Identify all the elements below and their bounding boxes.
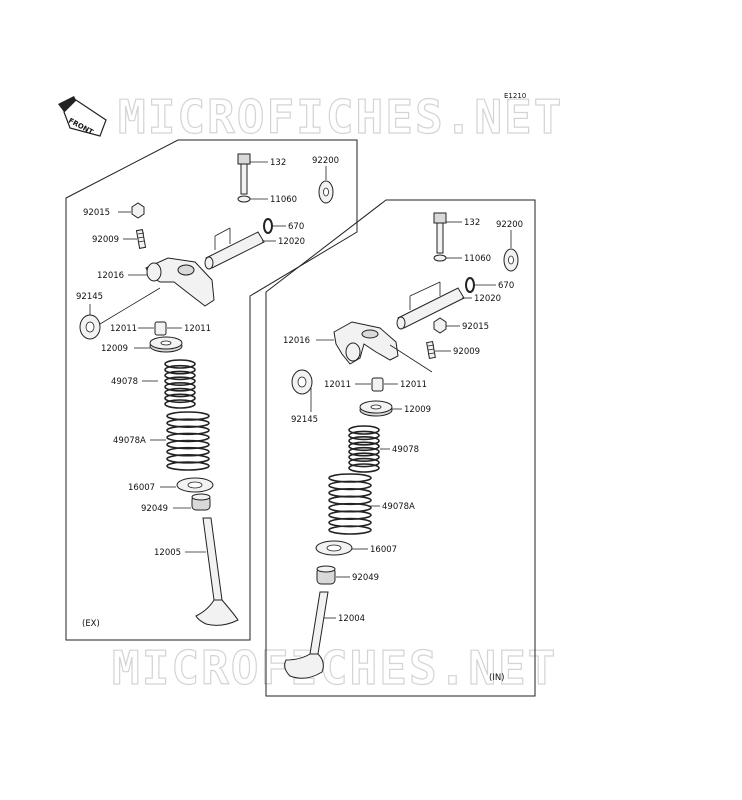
in-label-cotter-a: 12011: [324, 380, 351, 390]
in-label-seat: 16007: [370, 545, 397, 555]
ex-small-washer: [237, 195, 251, 203]
watermark-top: MICROFICHES.NET: [118, 90, 563, 144]
in-label-arm: 12016: [283, 336, 310, 346]
in-inner-spring: [348, 425, 380, 473]
ex-rocker-arm: [145, 257, 215, 307]
in-rocker-arm: [333, 321, 399, 365]
in-label-washer-large: 92200: [496, 220, 523, 230]
ex-label-arm: 12016: [97, 271, 124, 281]
in-valve-seal: [316, 565, 336, 585]
ex-adjust-screw: [135, 229, 147, 249]
diagram-code: E1210: [504, 92, 526, 100]
ex-valve: [195, 517, 239, 626]
ex-panel: (EX) 132 11060 92200 670 12020: [65, 139, 358, 641]
in-spring-retainer: [359, 400, 393, 417]
ex-label-oring: 670: [288, 222, 304, 232]
ex-tag: (EX): [82, 619, 100, 629]
ex-label-seat: 16007: [128, 483, 155, 493]
front-arrow-icon: FRONT: [58, 96, 107, 137]
in-label-nut: 92015: [462, 322, 489, 332]
in-cotter: [371, 377, 384, 392]
in-label-spring-outer: 49078A: [382, 502, 415, 512]
in-label-washer-small: 11060: [464, 254, 491, 264]
in-outer-spring: [328, 473, 372, 535]
ex-label-retainer: 12009: [101, 344, 128, 354]
in-oring: [465, 277, 475, 293]
in-label-retainer: 12009: [404, 405, 431, 415]
in-bolt: [433, 212, 447, 254]
watermark-bottom: MICROFICHES.NET: [112, 641, 557, 695]
ex-rocker-shaft: [204, 231, 265, 270]
ex-label-nut: 92015: [83, 208, 110, 218]
ex-oring: [263, 218, 273, 234]
in-label-cotter-b: 12011: [400, 380, 427, 390]
in-label-shaft: 12020: [474, 294, 501, 304]
in-adjust-screw: [426, 341, 436, 359]
ex-label-washer-small: 11060: [270, 195, 297, 205]
ex-label-valve: 12005: [154, 548, 181, 558]
ex-valve-seal: [191, 493, 211, 511]
in-label-spring-inner: 49078: [392, 445, 419, 455]
ex-nut: [131, 202, 145, 219]
in-rocker-shaft: [396, 287, 465, 330]
in-label-shim: 92145: [291, 415, 318, 425]
ex-label-washer-large: 92200: [312, 156, 339, 166]
ex-panel-frame: [65, 139, 358, 641]
ex-label-screw: 92009: [92, 235, 119, 245]
ex-bolt: [237, 153, 251, 195]
ex-label-shaft: 12020: [278, 237, 305, 247]
in-valve: [284, 591, 329, 679]
in-label-screw: 92009: [453, 347, 480, 357]
ex-label-bolt: 132: [270, 158, 286, 168]
in-nut: [433, 317, 447, 334]
in-label-valve: 12004: [338, 614, 365, 624]
ex-label-spring-outer: 49078A: [113, 436, 146, 446]
ex-label-shim: 92145: [76, 292, 103, 302]
in-small-washer: [433, 254, 447, 262]
in-panel-frame: [265, 199, 536, 697]
in-panel: (IN) 132 11060 92200 670 12020: [265, 199, 536, 697]
ex-spring-retainer: [149, 336, 183, 353]
ex-label-cotter-a: 12011: [110, 324, 137, 334]
ex-label-seal: 92049: [141, 504, 168, 514]
ex-label-spring-inner: 49078: [111, 377, 138, 387]
in-label-seal: 92049: [352, 573, 379, 583]
in-tag: (IN): [489, 673, 505, 683]
in-label-bolt: 132: [464, 218, 480, 228]
ex-cotter: [154, 321, 167, 336]
ex-label-cotter-b: 12011: [184, 324, 211, 334]
ex-inner-spring: [164, 359, 196, 409]
ex-outer-spring: [166, 411, 210, 471]
in-label-oring: 670: [498, 281, 514, 291]
